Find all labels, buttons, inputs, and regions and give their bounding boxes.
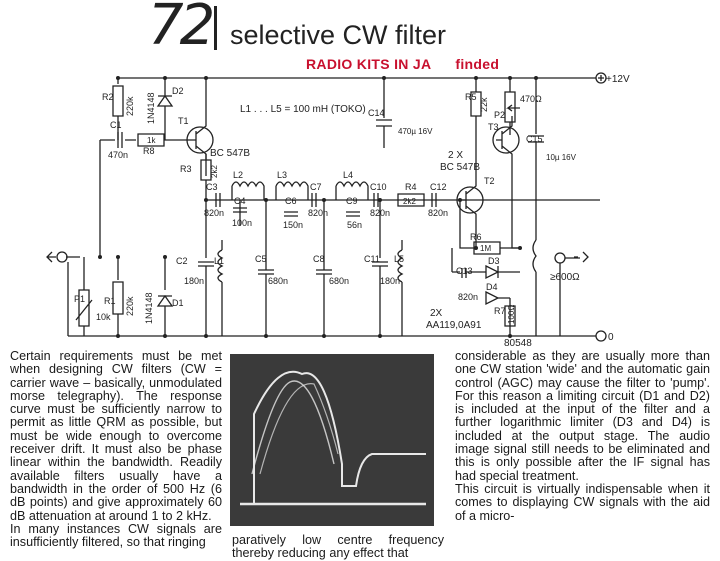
r3-value: 2k2 [210, 165, 219, 178]
r2-label: R2 [102, 92, 114, 102]
c2-label: C2 [176, 256, 188, 266]
article-title: selective CW filter [230, 20, 447, 50]
c12-value: 820n [428, 208, 448, 218]
c14-value: 470µ 16V [398, 127, 433, 136]
right-paragraph-1: considerable as they are usually more th… [455, 349, 710, 483]
watermark-right: finded [455, 56, 500, 72]
text-column-right: considerable as they are usually more th… [455, 349, 710, 523]
r5-label: R5 [465, 92, 477, 102]
l4-label: L4 [343, 170, 353, 180]
left-paragraph-2: In many instances CW signals are insuffi… [10, 521, 222, 550]
c6-value: 150n [283, 220, 303, 230]
watermark-left: RADIO KITS IN JA [306, 56, 432, 72]
d4-label: D4 [486, 282, 498, 292]
c3-label: C3 [206, 182, 218, 192]
l1-label: L1 [214, 256, 224, 266]
t2-type: BC 547B [440, 162, 480, 173]
title-divider [214, 6, 217, 50]
ground-label: 0 [608, 332, 614, 343]
c4-value: 100n [232, 218, 252, 228]
c11-label: C11 [364, 254, 380, 264]
r1-value: 220k [125, 296, 135, 316]
t3-label: T3 [488, 122, 499, 132]
watermark: RADIO KITS IN JA finded [306, 56, 499, 72]
r8-label: R8 [143, 146, 155, 156]
article-number: 72 [148, 0, 215, 58]
d1-label: D1 [172, 298, 184, 308]
l2-label: L2 [233, 170, 243, 180]
c5-label: C5 [255, 254, 267, 264]
p1-label: P1 [74, 294, 85, 304]
d3-label: D3 [488, 256, 500, 266]
supply-label: +12V [606, 74, 630, 85]
c9-label: C9 [346, 196, 358, 206]
r3-label: R3 [180, 164, 192, 174]
oscilloscope-photo [230, 354, 434, 526]
r6-value: 1M [480, 244, 491, 253]
c8-label: C8 [313, 254, 325, 264]
r1-label: R1 [104, 296, 116, 306]
c14-label: C14 [368, 108, 385, 118]
d2-value: 1N4148 [146, 92, 156, 124]
c13-label: C13 [456, 266, 473, 276]
c2-value: 180n [184, 276, 204, 286]
t2-label: T2 [484, 176, 495, 186]
d1-value: 1N4148 [144, 292, 154, 324]
c1-value: 470n [108, 150, 128, 160]
speaker-impedance: ≥600Ω [550, 272, 580, 283]
c15-value: 10µ 16V [546, 153, 577, 162]
l3-label: L3 [277, 170, 287, 180]
right-paragraph-2: This circuit is virtually indispensable … [455, 481, 710, 523]
p1-value: 10k [96, 312, 111, 322]
left-paragraph-1: Certain requirements must be met when de… [10, 349, 222, 523]
t1-label: T1 [178, 116, 189, 126]
c10-value: 820n [370, 208, 390, 218]
r6-label: R6 [470, 232, 482, 242]
c1-label: C1 [110, 120, 122, 130]
c10-label: C10 [370, 182, 387, 192]
r7-value: 100Ω [507, 305, 516, 324]
c5-value: 680n [268, 276, 288, 286]
schematic: +12V 0 L1 . . . L5 = 100 mH (TOKO) BC 54… [46, 72, 630, 349]
diode-types: AA119,0A91 [426, 320, 482, 331]
text-column-left: Certain requirements must be met when de… [10, 349, 222, 550]
p2-value: 470Ω [520, 94, 542, 104]
c9-value: 56n [347, 220, 362, 230]
c7-label: C7 [310, 182, 322, 192]
text-column-middle: paratively low centre frequency thereby … [232, 533, 444, 561]
c3-value: 820n [204, 208, 224, 218]
coil-note: L1 . . . L5 = 100 mH (TOKO) [240, 104, 366, 115]
t1-type: BC 547B [210, 148, 250, 159]
c15-label: C15 [526, 134, 543, 144]
r8-value: 1k [147, 136, 156, 145]
l5-label: L5 [394, 254, 404, 264]
r7-label: R7 [494, 306, 506, 316]
r2-value: 220k [125, 96, 135, 116]
c8-value: 680n [329, 276, 349, 286]
r4-label: R4 [405, 182, 417, 192]
d2-label: D2 [172, 86, 184, 96]
diode-count: 2X [430, 308, 443, 319]
r4-value: 2k2 [403, 197, 416, 206]
part-number: 80548 [504, 338, 532, 349]
c7-value: 820n [308, 208, 328, 218]
middle-paragraph: paratively low centre frequency thereby … [232, 533, 444, 561]
c12-label: C12 [430, 182, 447, 192]
c13-value: 820n [458, 292, 478, 302]
p2-label: P2 [494, 110, 505, 120]
c6-label: C6 [285, 196, 297, 206]
t2-count: 2 X [448, 150, 463, 161]
c4-label: C4 [234, 196, 246, 206]
r5-value: 22k [479, 97, 489, 112]
c11-value: 180n [380, 276, 400, 286]
